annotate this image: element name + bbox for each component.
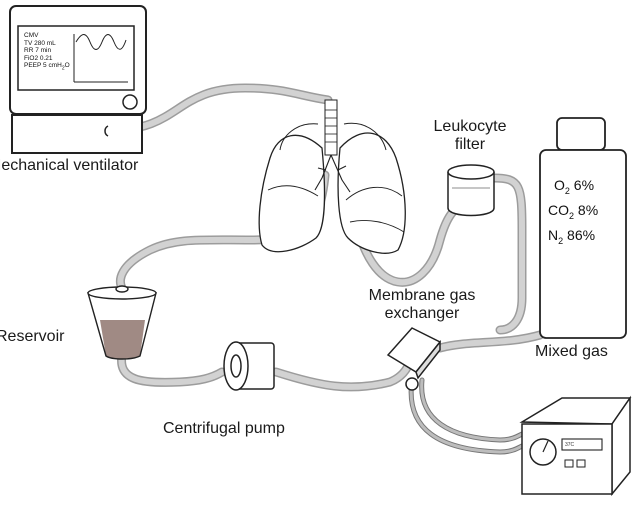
left-lung [258, 134, 326, 253]
bottle-cap [556, 117, 606, 151]
reservoir-fluid [100, 320, 145, 359]
heater-dial-needle [542, 440, 549, 453]
lungs-container-outline [279, 122, 387, 151]
ventilator-rr: RR 7 min [24, 47, 52, 55]
filter-top [447, 164, 495, 180]
tube-exchanger-to-heater-b [419, 377, 525, 443]
lungs [258, 99, 406, 254]
exchanger-side [415, 339, 441, 380]
mixed-gas-label: Mixed gas [535, 343, 608, 360]
ventilator-fio2: FiO2 0.21 [24, 54, 53, 62]
ventilator-base [11, 114, 143, 154]
tubing [107, 83, 545, 455]
membrane-gas-exchanger-label: Membrane gas exchanger [368, 287, 476, 323]
gas-n2: N2 86% [548, 226, 596, 246]
exchanger-port [405, 377, 419, 391]
gas-composition: O2 6% CO2 8% N2 86% [548, 176, 598, 250]
ventilator-screen-readout: CMV TV 280 mL RR 7 min FiO2 0.21 PEEP 5 … [24, 32, 70, 73]
ventilator-waveform [75, 34, 127, 50]
pump-hub [230, 354, 242, 378]
leukocyte-filter-label: Leukocyte filter [433, 118, 507, 154]
heater-button-2 [576, 459, 586, 468]
ventilator-tv: TV 280 mL [24, 39, 56, 47]
heater-button-1 [564, 459, 574, 468]
reservoir [87, 285, 157, 360]
tube-filter-to-bottle [489, 173, 527, 335]
exchanger-body [386, 327, 442, 373]
ventilator-knob [122, 94, 138, 110]
ventilator-label: Mechanical ventilator [0, 157, 139, 174]
ventilator-screen [17, 25, 135, 91]
centrifugal-pump [223, 341, 275, 391]
ventilator-port [104, 125, 109, 137]
filter-body [447, 172, 495, 217]
centrifugal-pump-label: Centrifugal pump [163, 420, 285, 437]
ventilator-mode: CMV [24, 32, 39, 39]
reservoir-funnel [87, 292, 157, 360]
reservoir-label: Reservoir [0, 328, 65, 345]
trachea [324, 99, 338, 156]
ventilator-peep: PEEP 5 cmH2O [24, 62, 70, 72]
bronchi [314, 154, 351, 193]
gas-o2: O2 6% [554, 177, 595, 196]
bottle-body [539, 149, 627, 339]
gas-co2: CO2 8% [548, 201, 599, 221]
ventilator [9, 5, 147, 154]
heater-display [561, 438, 603, 451]
right-lung [337, 132, 406, 254]
heater-display-text: 37C [565, 442, 575, 448]
leukocyte-filter [447, 164, 495, 217]
reservoir-inlet [115, 285, 129, 293]
membrane-gas-exchanger [386, 327, 442, 391]
mixed-gas-bottle [539, 117, 627, 339]
heater-unit [519, 395, 632, 497]
